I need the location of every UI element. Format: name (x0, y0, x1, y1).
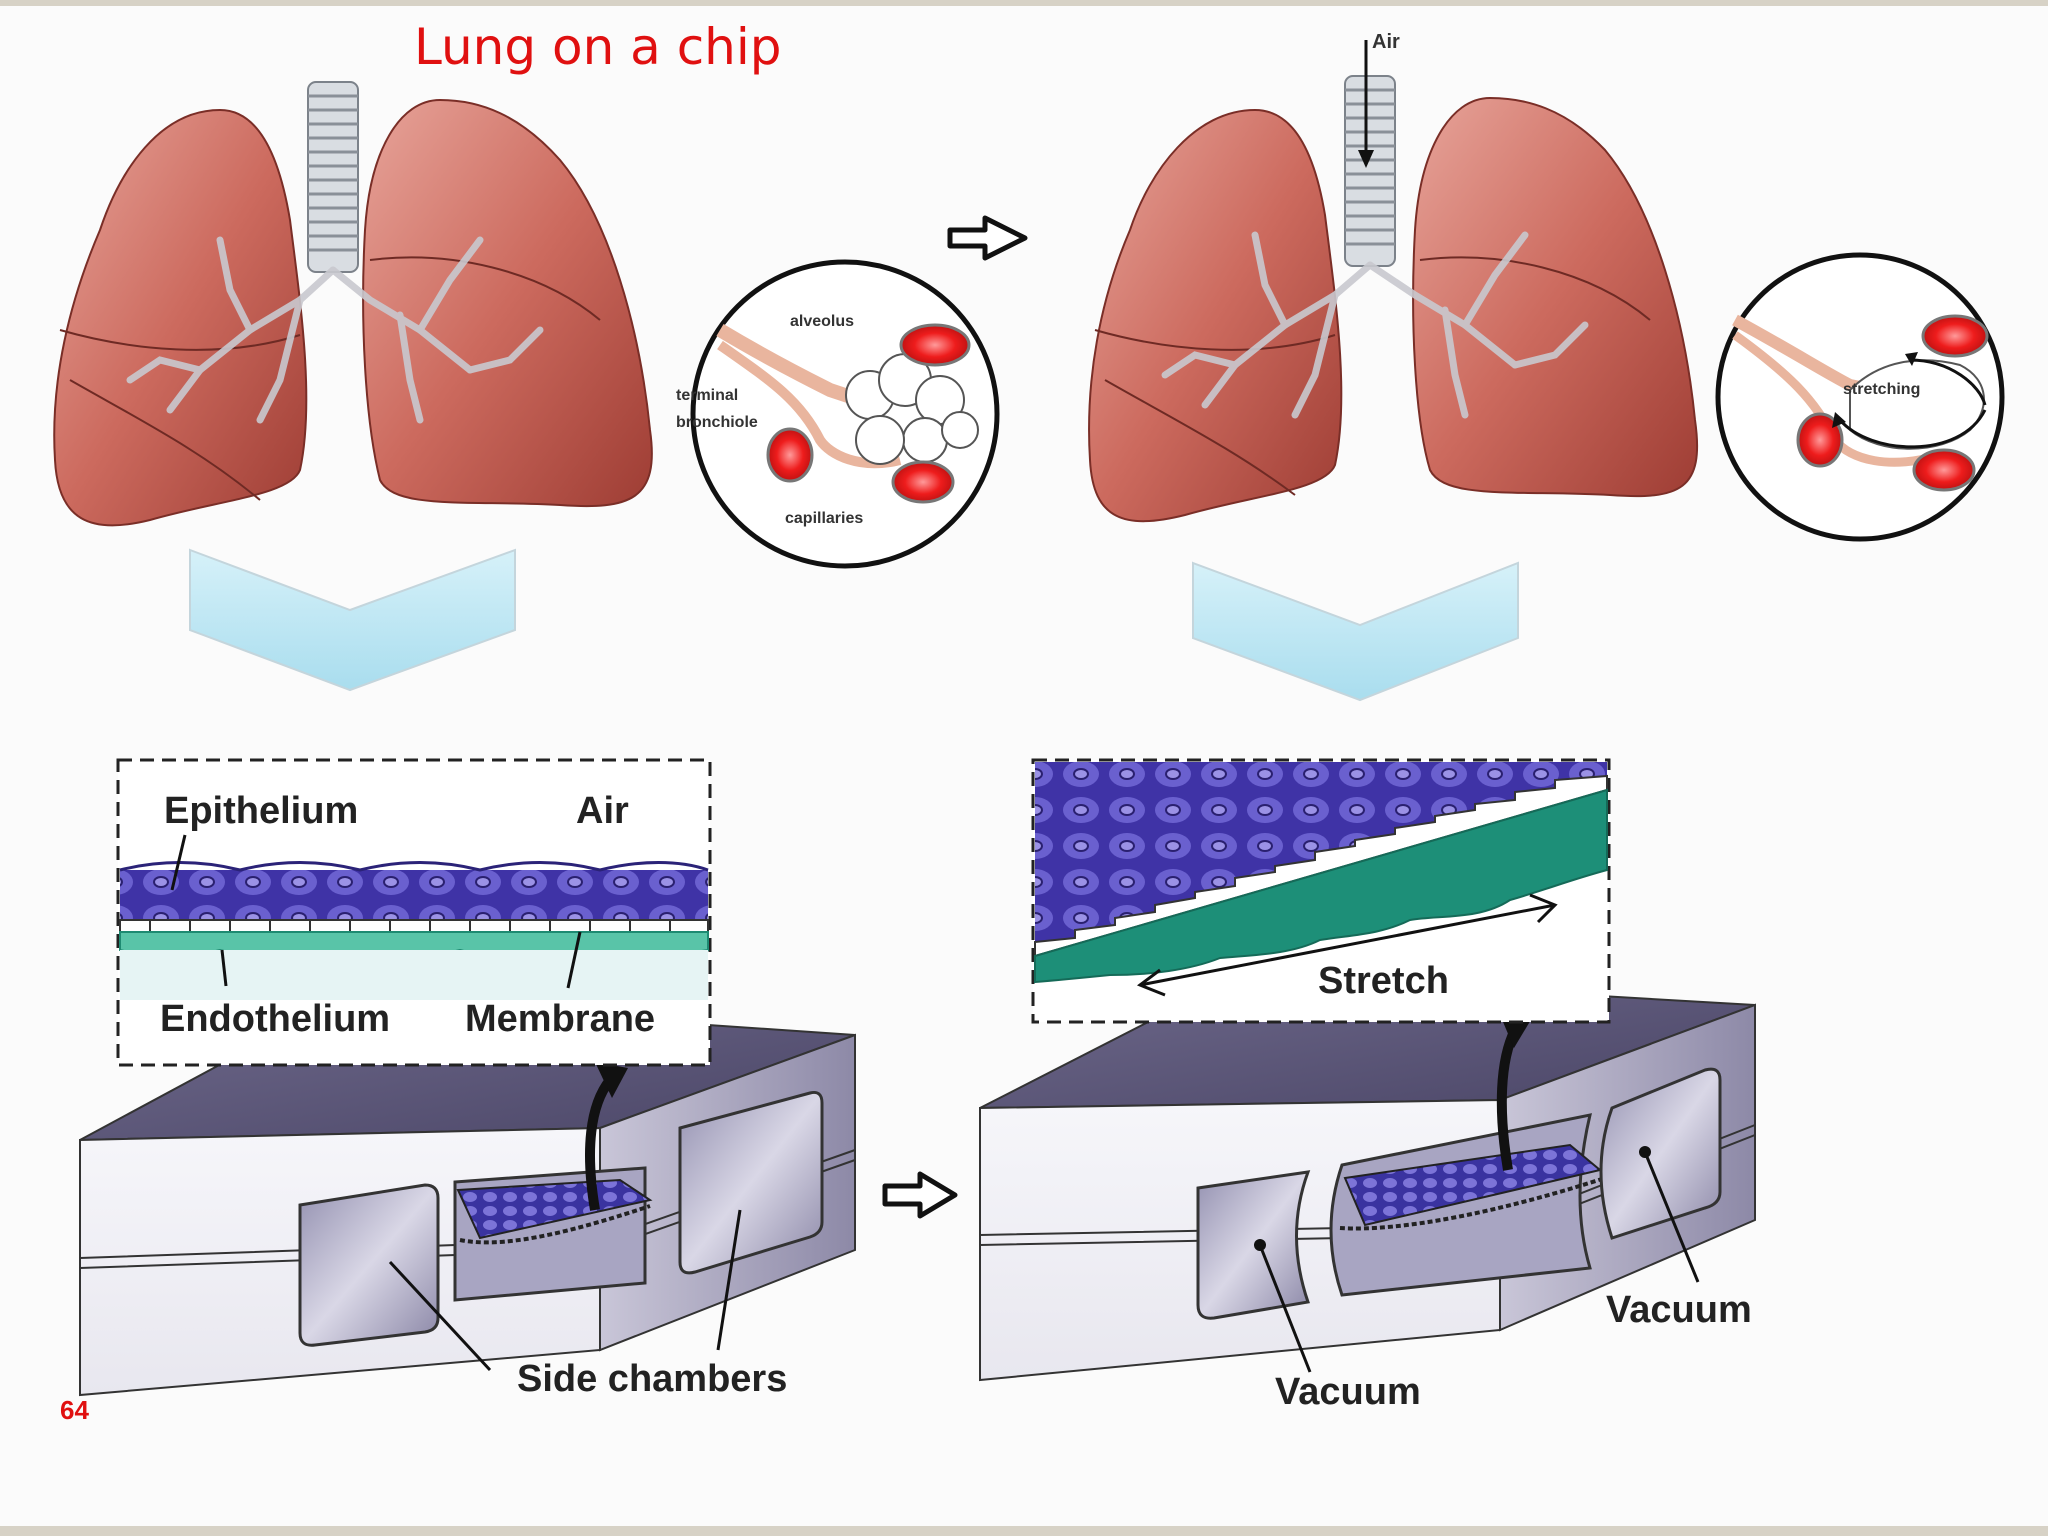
page-number: 64 (60, 1395, 89, 1425)
capillaries-label: capillaries (785, 510, 863, 527)
side-chambers-label: Side chambers (517, 1358, 787, 1400)
bronchiole-label: bronchiole (676, 414, 758, 431)
lungs-right-icon: Air (1088, 31, 1699, 523)
membrane-label: Membrane (465, 998, 655, 1040)
alveolus-label: alveolus (790, 313, 854, 330)
terminal-label: terminal (676, 387, 738, 404)
air-label-top: Air (1372, 31, 1400, 53)
trachea-icon (307, 81, 359, 273)
air-arrow-icon (1358, 40, 1374, 168)
slide-title: Lung on a chip (414, 18, 782, 76)
cell-layer-zoom-right (1031, 758, 1611, 1024)
air-label-bottom: Air (576, 790, 629, 832)
lungs-left-icon (53, 81, 653, 527)
vacuum-label-right: Vacuum (1606, 1289, 1752, 1331)
stretch-label: Stretch (1318, 960, 1449, 1002)
chevron-down-icon (189, 548, 516, 692)
vacuum-label-bottom: Vacuum (1275, 1371, 1421, 1413)
bottom-border (0, 1526, 2048, 1536)
capillary-icon (766, 323, 971, 504)
stretching-inset-icon: stretching (1715, 252, 2005, 542)
alveolus-inset-icon: alveolus terminal bronchiole capillaries (676, 259, 1000, 569)
chevron-down-icon (1192, 561, 1519, 702)
arrow-right-icon (947, 215, 1028, 261)
arrow-right-icon (882, 1171, 958, 1219)
trachea-icon (1344, 75, 1396, 267)
epithelium-label: Epithelium (164, 790, 358, 832)
stretching-label: stretching (1843, 381, 1920, 398)
cell-layer-zoom-left (116, 758, 712, 1067)
endothelium-label: Endothelium (160, 998, 390, 1040)
top-border (0, 0, 2048, 6)
